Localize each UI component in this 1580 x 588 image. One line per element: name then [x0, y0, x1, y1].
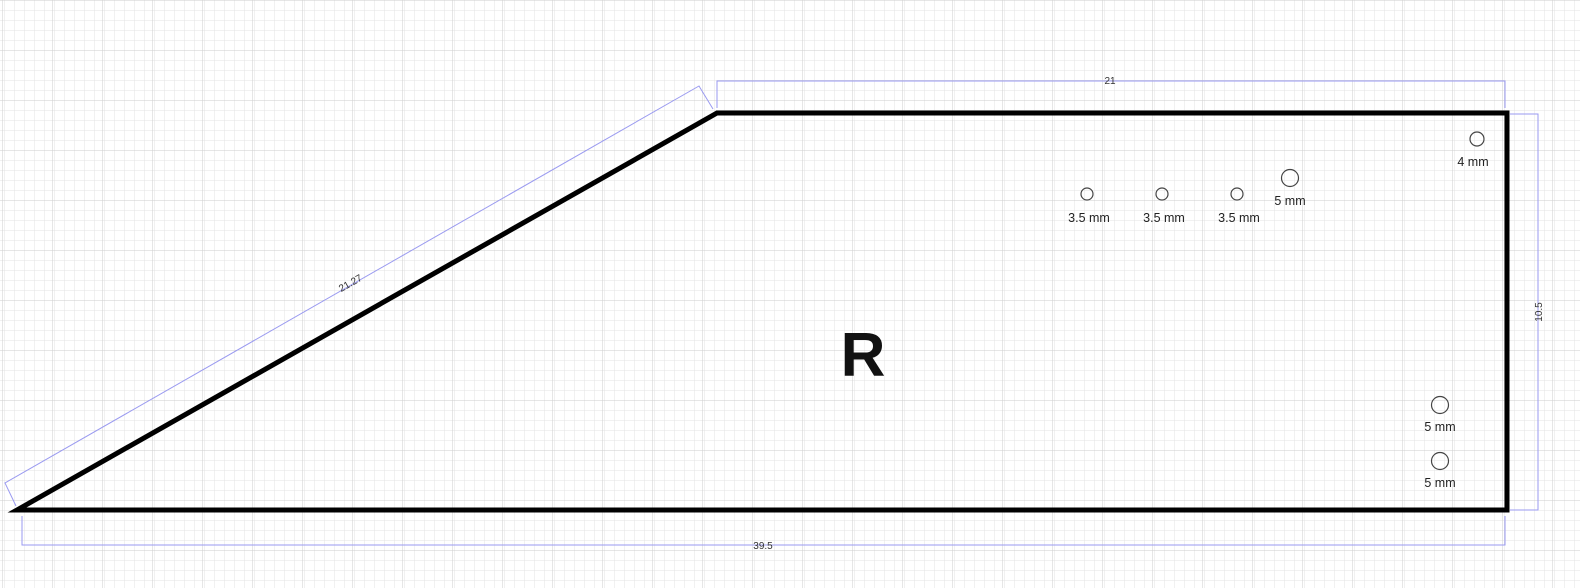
- part-outline: [7, 110, 1510, 513]
- hole-marker: [1430, 395, 1450, 415]
- hole-label: 3.5 mm: [1068, 211, 1110, 225]
- hole-label: 5 mm: [1274, 194, 1305, 208]
- dimension-right-line: [1510, 113, 1539, 511]
- part-label: R: [841, 321, 886, 390]
- dimension-bottom-value: 39.5: [753, 541, 773, 552]
- hole-marker: [1280, 168, 1300, 188]
- dimension-top-value: 21: [1104, 76, 1116, 87]
- hole-label: 5 mm: [1424, 476, 1455, 490]
- holes: [1080, 131, 1485, 471]
- hole-marker: [1230, 187, 1244, 201]
- hole-label: 4 mm: [1457, 155, 1488, 169]
- hole-marker: [1155, 187, 1169, 201]
- hole-marker: [1469, 131, 1485, 147]
- dimension-slope-line: [4, 85, 714, 507]
- hole-labels: 4 mm 3.5 mm 3.5 mm 3.5 mm 5 mm 5 mm 5 mm: [1068, 155, 1488, 490]
- dimension-top-line: [716, 80, 1506, 108]
- dimension-bottom-line: [21, 516, 1506, 546]
- hole-label: 5 mm: [1424, 420, 1455, 434]
- hole-marker: [1080, 187, 1094, 201]
- dimension-lines: [4, 80, 1539, 546]
- dimension-right-value: 10.5: [1534, 302, 1545, 322]
- hole-label: 3.5 mm: [1218, 211, 1260, 225]
- hole-marker: [1430, 451, 1450, 471]
- hole-label: 3.5 mm: [1143, 211, 1185, 225]
